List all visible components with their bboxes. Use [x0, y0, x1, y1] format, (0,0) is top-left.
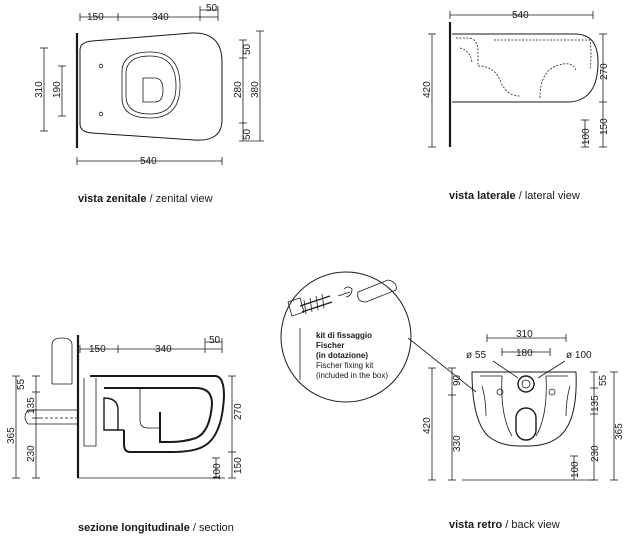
caption-section: sezione longitudinale / section: [78, 522, 234, 534]
dim-top-540: 540: [140, 156, 157, 167]
caption-back-sep: /: [502, 519, 512, 531]
kit-note-line3: (in dotazione): [316, 351, 368, 360]
caption-back-view: vista retro / back view: [449, 519, 560, 531]
dim-top-340: 340: [152, 12, 169, 23]
dim-top-150: 150: [87, 12, 104, 23]
dim-back-365: 365: [614, 423, 625, 440]
caption-back-light: back view: [511, 519, 560, 531]
caption-zenital-sep: /: [146, 193, 156, 205]
caption-section-sep: /: [189, 522, 200, 534]
dim-sec-50: 50: [209, 335, 221, 346]
dim-lat-100: 100: [581, 128, 592, 145]
dim-back-d100: ø 100: [566, 350, 592, 361]
dim-sec-340: 340: [155, 344, 172, 355]
caption-lateral-view: vista laterale / lateral view: [449, 190, 580, 202]
dim-top-r50a: 50: [242, 43, 253, 55]
dim-sec-150r: 150: [233, 457, 244, 474]
dim-sec-270: 270: [233, 403, 244, 420]
caption-lateral-light: lateral view: [524, 190, 580, 202]
lateral-view: [428, 11, 607, 148]
caption-lateral-sep: /: [515, 190, 525, 202]
dim-back-d55: ø 55: [466, 350, 486, 361]
caption-zenital-light: zenital view: [155, 193, 213, 205]
dim-back-420: 420: [422, 417, 433, 434]
kit-note-line1: kit di fissaggio: [316, 331, 373, 340]
dim-back-330: 330: [452, 435, 463, 452]
dim-back-310: 310: [516, 329, 533, 340]
caption-zenital-bold: vista zenitale: [78, 193, 147, 205]
section-view: [12, 335, 236, 479]
dim-sec-55: 55: [16, 378, 27, 390]
dim-top-190: 190: [52, 81, 63, 98]
kit-note-line2: Fischer: [316, 341, 345, 350]
dim-back-100: 100: [570, 461, 581, 478]
dim-sec-100: 100: [212, 463, 223, 480]
caption-back-bold: vista retro: [449, 519, 503, 531]
dim-top-50: 50: [206, 3, 218, 14]
dim-back-90: 90: [452, 374, 463, 386]
caption-lateral-bold: vista laterale: [449, 190, 516, 202]
dim-lat-150: 150: [599, 118, 610, 135]
dim-top-r380: 380: [250, 81, 261, 98]
dim-sec-365: 365: [6, 427, 17, 444]
kit-note-line4: Fischer fixing kit: [316, 361, 374, 370]
fixing-kit-note: kit di fissaggio Fischer (in dotazione) …: [316, 331, 388, 381]
dim-top-310: 310: [34, 81, 45, 98]
dim-back-135: 135: [590, 395, 601, 412]
dim-top-r50b: 50: [242, 128, 253, 140]
dim-lat-270: 270: [599, 63, 610, 80]
caption-zenital-view: vista zenitale / zenital view: [78, 193, 213, 205]
zenital-view: [40, 6, 264, 165]
caption-section-bold: sezione longitudinale: [78, 522, 190, 534]
caption-section-light: section: [199, 522, 234, 534]
back-view: [428, 334, 618, 481]
dim-lat-420: 420: [422, 81, 433, 98]
fixing-kit-illustration: [280, 271, 477, 403]
dim-sec-150: 150: [89, 344, 106, 355]
dim-sec-230: 230: [26, 445, 37, 462]
dim-back-55: 55: [598, 374, 609, 386]
kit-note-line5: (included in the box): [316, 371, 389, 380]
dim-back-180: 180: [516, 348, 533, 359]
dim-back-230: 230: [590, 445, 601, 462]
dim-top-r280: 280: [233, 81, 244, 98]
dim-lat-540: 540: [512, 10, 529, 21]
dim-sec-135: 135: [26, 397, 37, 414]
